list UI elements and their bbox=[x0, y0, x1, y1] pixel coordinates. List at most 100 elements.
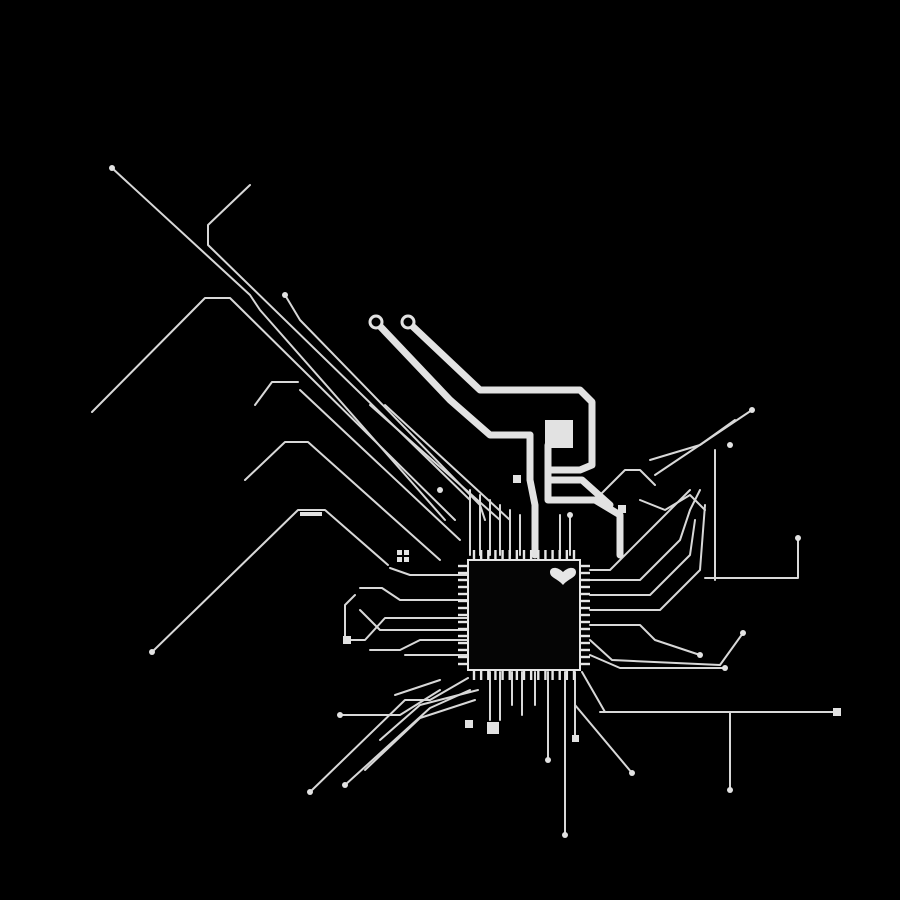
trace-left-5 bbox=[344, 594, 356, 641]
trace-diagonal-g bbox=[151, 509, 389, 653]
chip-pin-26 bbox=[458, 606, 468, 610]
trace-r-6 bbox=[589, 624, 701, 656]
chip-pin-21 bbox=[508, 670, 511, 680]
chip-pin-31 bbox=[580, 613, 590, 617]
trace-diagonal-e bbox=[299, 389, 461, 541]
dot-10 bbox=[722, 665, 728, 671]
chip-pin-5 bbox=[479, 670, 483, 680]
trace-r-11 bbox=[649, 419, 736, 461]
trace-bl-4 bbox=[379, 689, 479, 741]
trace-r-1 bbox=[589, 489, 691, 571]
chip-pin-38 bbox=[458, 627, 468, 631]
chip-pin-53 bbox=[565, 670, 569, 680]
trace-r-2 bbox=[589, 489, 701, 581]
chip-pin-49 bbox=[558, 670, 561, 680]
chip-pin-51 bbox=[580, 648, 590, 652]
chip-pin-3 bbox=[580, 564, 590, 568]
chip-pin-8 bbox=[487, 550, 490, 560]
chip-pin-32 bbox=[529, 550, 533, 560]
trace-diagonal-f bbox=[244, 441, 441, 561]
dot-15 bbox=[567, 512, 573, 518]
square-pad-5 bbox=[487, 722, 499, 734]
dot-6 bbox=[629, 770, 635, 776]
chip-pin-9 bbox=[487, 670, 490, 680]
square-pad-9 bbox=[404, 550, 409, 555]
chip-pin-16 bbox=[501, 550, 504, 560]
bus-right bbox=[544, 476, 614, 509]
bar-pad bbox=[300, 512, 322, 516]
chip-pin-54 bbox=[458, 655, 468, 659]
trace-diagonal-i bbox=[369, 404, 501, 521]
trace-left-4 bbox=[359, 609, 469, 631]
chip-pin-7 bbox=[580, 571, 590, 575]
chip-pin-4 bbox=[479, 550, 483, 560]
trace-bl-5 bbox=[339, 689, 441, 716]
chip-pin-17 bbox=[501, 670, 504, 680]
chip-pin-34 bbox=[458, 620, 468, 624]
chip-pin-52 bbox=[565, 550, 569, 560]
dot-18 bbox=[697, 652, 703, 658]
chip-pin-35 bbox=[580, 620, 590, 624]
chip-pin-19 bbox=[580, 592, 590, 596]
chip-pin-45 bbox=[551, 670, 554, 680]
bus-upper bbox=[404, 318, 596, 474]
chip-pin-55 bbox=[580, 655, 590, 659]
chip-pin-18 bbox=[458, 592, 468, 596]
trace-left-3 bbox=[347, 617, 469, 641]
chip-pins bbox=[458, 550, 590, 680]
dot-1 bbox=[109, 165, 115, 171]
square-pad-2 bbox=[513, 475, 521, 483]
trace-b-9 bbox=[574, 704, 633, 774]
endpoint-pads bbox=[368, 314, 416, 330]
chip-pin-42 bbox=[458, 634, 468, 638]
trace-left-6 bbox=[369, 639, 469, 651]
trace-left-1 bbox=[389, 567, 469, 576]
dot-14 bbox=[282, 292, 288, 298]
chip-pin-58 bbox=[458, 662, 468, 666]
chip-pin-25 bbox=[515, 670, 519, 680]
block-pad bbox=[545, 420, 573, 448]
chip-pin-1 bbox=[472, 670, 476, 680]
dot-11 bbox=[749, 407, 755, 413]
chip-pin-20 bbox=[508, 550, 511, 560]
chip-heart-mark bbox=[550, 567, 576, 585]
chip-pin-50 bbox=[458, 648, 468, 652]
trace-bl-3 bbox=[364, 699, 476, 771]
dot-7 bbox=[727, 787, 733, 793]
chip-pin-47 bbox=[580, 641, 590, 645]
chip-pin-27 bbox=[580, 606, 590, 610]
chip-pin-6 bbox=[458, 571, 468, 575]
dot-2 bbox=[149, 649, 155, 655]
chip-pin-24 bbox=[515, 550, 519, 560]
chip-pin-57 bbox=[572, 670, 576, 680]
chip-pin-30 bbox=[458, 613, 468, 617]
dot-12 bbox=[727, 442, 733, 448]
trace-diagonal-c bbox=[284, 294, 486, 521]
chip-pin-36 bbox=[537, 550, 540, 560]
chip-pin-15 bbox=[580, 585, 590, 589]
chip-pin-2 bbox=[458, 564, 468, 568]
trace-r-12 bbox=[599, 469, 656, 496]
chip-pin-46 bbox=[458, 641, 468, 645]
chip-pin-10 bbox=[458, 578, 468, 582]
trace-bl-6 bbox=[394, 679, 441, 696]
bus-lower bbox=[372, 318, 534, 439]
square-pad-8 bbox=[397, 550, 402, 555]
endpoint-dots bbox=[109, 165, 841, 838]
chip-pin-12 bbox=[494, 550, 497, 560]
chip-pin-29 bbox=[522, 670, 526, 680]
trace-bl-1 bbox=[309, 677, 469, 793]
bus-lower-down bbox=[526, 431, 539, 559]
trace-diagonal-h bbox=[254, 381, 299, 406]
chip-pin-41 bbox=[544, 670, 547, 680]
square-pad-4 bbox=[465, 720, 473, 728]
chip-pin-22 bbox=[458, 599, 468, 603]
trace-r-8 bbox=[589, 654, 726, 669]
chip-pin-0 bbox=[472, 550, 476, 560]
chip-pin-13 bbox=[494, 670, 497, 680]
chip-pin-56 bbox=[572, 550, 576, 560]
chip-pin-48 bbox=[558, 550, 561, 560]
dot-17 bbox=[545, 757, 551, 763]
